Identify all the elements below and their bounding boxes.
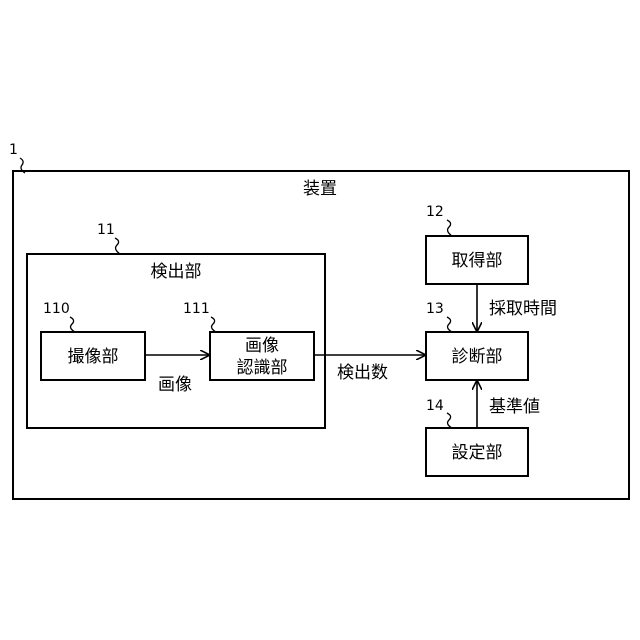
acquisition-unit-label: 取得部 xyxy=(452,251,503,271)
image-recognition-unit-ref-number: 111 xyxy=(183,301,210,317)
edge-label-reference-value: 基準値 xyxy=(489,397,540,417)
imaging-unit-ref-number: 110 xyxy=(43,301,70,317)
setting-unit-label: 設定部 xyxy=(452,443,503,463)
detection-unit-ref-number: 11 xyxy=(97,222,115,238)
device-ref-number: 1 xyxy=(9,142,18,158)
diagnosis-unit-ref-number: 13 xyxy=(426,301,444,317)
imaging-unit-label: 撮像部 xyxy=(68,347,119,367)
edge-label-image: 画像 xyxy=(158,375,192,395)
image-recognition-unit-label-line1: 画像 xyxy=(245,336,279,356)
imaging-unit-ref-leader xyxy=(70,317,75,332)
edge-label-detection-count: 検出数 xyxy=(337,363,388,383)
setting-unit-ref-number: 14 xyxy=(426,398,444,414)
image-recognition-unit-label-line2: 認識部 xyxy=(237,358,288,378)
edge-label-collection-time: 採取時間 xyxy=(489,299,557,319)
detection-unit-ref-leader xyxy=(115,238,120,254)
diagnosis-unit-label: 診断部 xyxy=(452,347,503,367)
acquisition-unit-ref-leader xyxy=(447,220,452,236)
detection-unit-label: 検出部 xyxy=(151,262,202,282)
image-recognition-unit-ref-leader xyxy=(211,317,216,332)
acquisition-unit-ref-number: 12 xyxy=(426,204,444,220)
device-label: 装置 xyxy=(303,179,337,199)
diagnosis-unit-ref-leader xyxy=(447,317,452,332)
setting-unit-ref-leader xyxy=(447,413,452,428)
